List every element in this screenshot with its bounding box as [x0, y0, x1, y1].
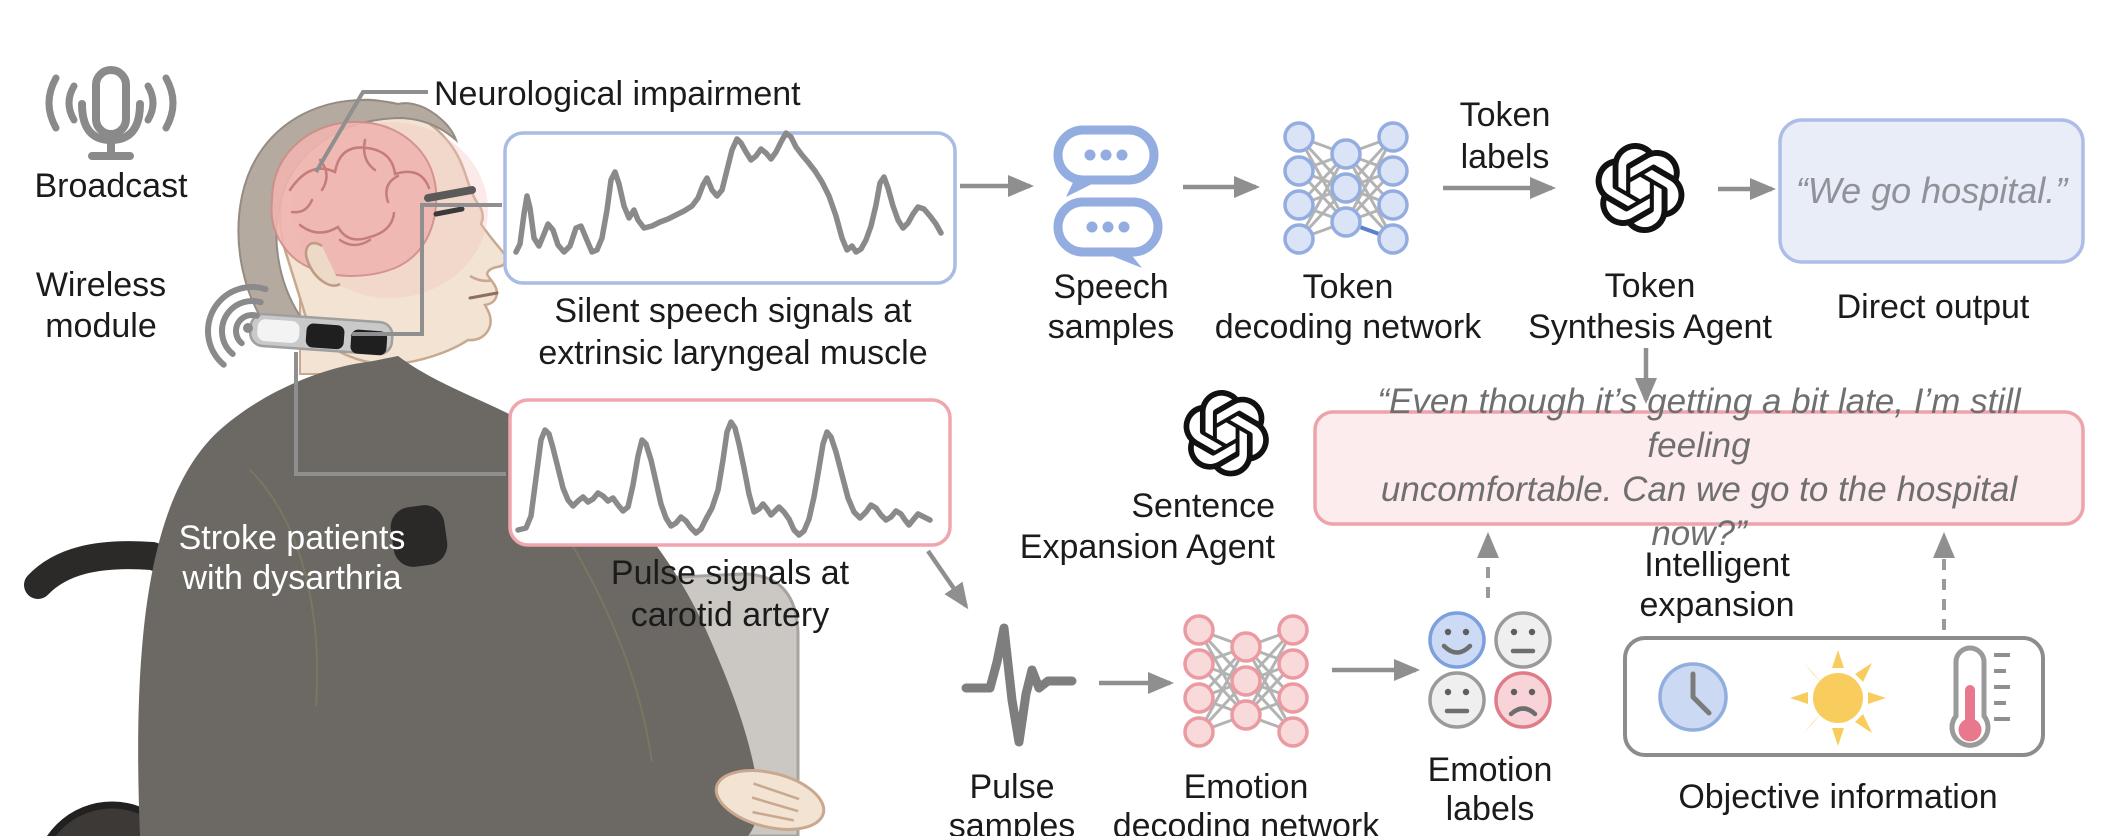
sun-icon — [1790, 650, 1886, 746]
dashed-arrows — [1477, 532, 1955, 630]
patient-hand — [714, 769, 826, 831]
brain-icon — [270, 120, 438, 277]
direct-output-label: Direct output — [1836, 288, 2030, 326]
thermometer-icon — [1949, 645, 2010, 748]
patient-illustration — [24, 98, 826, 836]
objective-information-label: Objective information — [1678, 778, 1998, 816]
sentence-expansion-openai-logo-icon — [1183, 390, 1269, 477]
emotion-decoding-network-label: Emotion decoding network — [1112, 768, 1380, 836]
emotion-faces-icon — [1428, 611, 1552, 729]
neutral-face-icon — [1494, 611, 1552, 669]
emotion-decoding-network-icon — [1183, 614, 1309, 748]
pulse-waveform — [515, 419, 933, 538]
token-decoding-network-icon — [1283, 121, 1409, 255]
pulse-signals-caption: Pulse signals at carotid artery — [610, 554, 850, 634]
neutral-face-icon — [1428, 671, 1486, 729]
wireless-waves-icon — [205, 284, 300, 378]
direct-output-box — [1778, 118, 2085, 264]
smiley-face-icon — [1428, 611, 1486, 669]
silent-speech-caption: Silent speech signals at extrinsic laryn… — [538, 292, 928, 372]
pulse-wave-icon — [961, 623, 1077, 747]
collar-to-speech-line — [352, 203, 502, 336]
clock-icon — [1658, 662, 1728, 732]
pulse-samples-label: Pulse samples — [948, 768, 1076, 836]
token-decoding-network-label: Token decoding network — [1214, 268, 1482, 346]
silent-speech-waveform — [513, 130, 944, 255]
direct-output-quote: “We go hospital.” — [1795, 170, 2068, 211]
brain-pointer-line — [314, 90, 428, 174]
token-synthesis-agent-label: Token Synthesis Agent — [1528, 267, 1772, 346]
neck-sensor-collar — [248, 312, 394, 356]
wireless-module-label: Wireless module — [35, 266, 167, 345]
silent-speech-signal-box — [503, 130, 957, 285]
broadcast-mic-icon — [45, 66, 177, 160]
broadcast-label: Broadcast — [34, 167, 188, 205]
collar-to-pulse-line — [294, 352, 506, 476]
sentence-expansion-agent-label: Sentence Expansion Agent — [1019, 487, 1275, 566]
sad-face-icon — [1494, 671, 1552, 729]
expanded-quote-box — [1313, 410, 2085, 526]
patient-torso — [138, 356, 759, 836]
speech-bubbles-icon — [1053, 125, 1163, 268]
emotion-labels-label: Emotion labels — [1427, 751, 1553, 828]
arrow-pulse-box-to-samples — [926, 549, 969, 610]
pulse-signal-box — [508, 398, 952, 547]
neurological-impairment-label: Neurological impairment — [434, 75, 801, 113]
stroke-patients-label: Stroke patients with dysarthria — [178, 519, 406, 597]
speech-samples-label: Speech samples — [1047, 268, 1175, 346]
patient-head — [237, 98, 508, 366]
expanded-quote-text: “Even though it’s getting a bit late, I’… — [1377, 382, 2021, 553]
token-synthesis-openai-logo-icon — [1595, 143, 1685, 234]
token-labels-label: Token labels — [1459, 96, 1551, 176]
wheelchair-handle — [24, 541, 182, 599]
objective-info-box — [1623, 636, 2045, 757]
intelligent-expansion-label: Intelligent expansion — [1639, 546, 1795, 624]
flow-arrows — [926, 175, 1776, 694]
